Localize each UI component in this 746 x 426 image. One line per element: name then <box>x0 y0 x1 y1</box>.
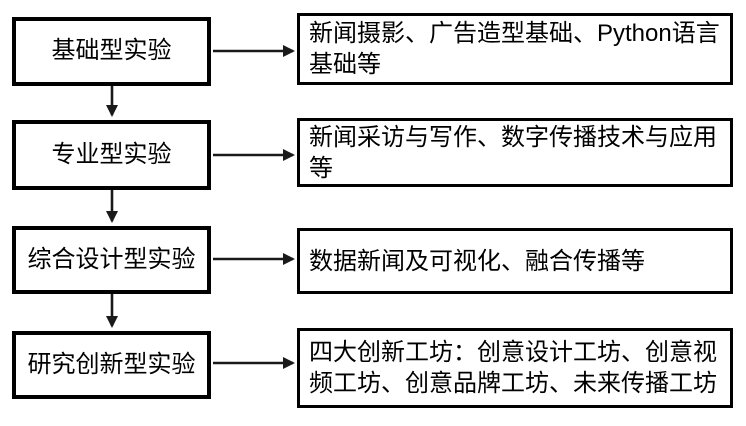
stage-box-basic: 基础型实验 <box>12 17 211 86</box>
course-text: 四大创新工坊：创意设计工坊、创意视频工坊、创意品牌工坊、未来传播工坊 <box>309 339 717 397</box>
stage-box-comprehensive-design: 综合设计型实验 <box>12 226 211 294</box>
course-box-research-innovation: 四大创新工坊：创意设计工坊、创意视频工坊、创意品牌工坊、未来传播工坊 <box>297 328 733 408</box>
stage-box-research-innovation: 研究创新型实验 <box>12 331 211 399</box>
course-box-comprehensive-design: 数据新闻及可视化、融合传播等 <box>297 228 733 294</box>
stage-box-professional: 专业型实验 <box>12 120 211 190</box>
course-text: 新闻摄影、广告造型基础、Python语言基础等 <box>309 20 720 78</box>
course-box-basic: 新闻摄影、广告造型基础、Python语言基础等 <box>297 13 733 85</box>
course-box-professional: 新闻采访与写作、数字传播技术与应用等 <box>297 118 733 187</box>
stage-label: 专业型实验 <box>51 140 172 168</box>
course-text: 新闻采访与写作、数字传播技术与应用等 <box>309 123 717 182</box>
stage-label: 基础型实验 <box>51 37 172 65</box>
stage-label: 研究创新型实验 <box>27 350 196 378</box>
course-text: 数据新闻及可视化、融合传播等 <box>309 247 645 275</box>
stage-label: 综合设计型实验 <box>27 245 196 273</box>
